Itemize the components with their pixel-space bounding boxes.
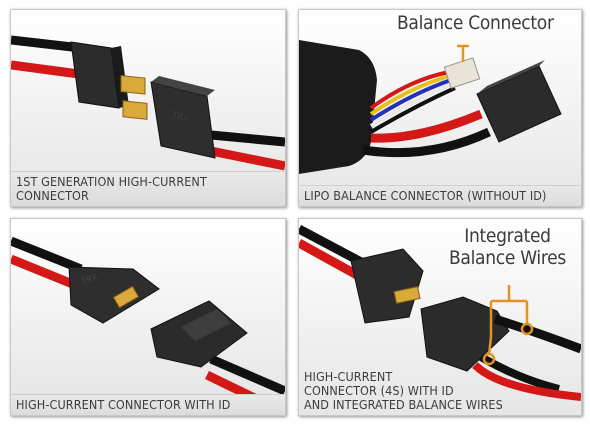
caption-panel-3: HIGH-CURRENT CONNECTOR WITH ID: [11, 394, 285, 415]
connector-illustration-3: TRX: [11, 219, 285, 415]
female-connector-shape: TRX: [150, 76, 216, 159]
panel-1st-generation: TRX 1ST GENERATION HIGH-CURRENT CONNECTO…: [10, 9, 286, 207]
svg-text:TRX: TRX: [169, 110, 190, 125]
panel-high-current-id: TRX HIGH-CURRENT CONNECTOR WITH ID: [10, 218, 286, 416]
male-connector-shape: [70, 41, 148, 120]
panel-4s-integrated-balance: Integrated Balance Wires HIGH-CURRENT CO…: [298, 218, 582, 416]
connector-illustration-2: [299, 10, 581, 206]
caption-panel-1: 1ST GENERATION HIGH-CURRENT CONNECTOR: [11, 171, 285, 206]
caption-panel-4: HIGH-CURRENT CONNECTOR (4S) WITH ID AND …: [304, 369, 503, 412]
callout-integrated-balance-wires: Integrated Balance Wires: [449, 225, 566, 269]
connector-illustration-4: [299, 219, 581, 415]
caption-panel-2: LIPO BALANCE CONNECTOR (WITHOUT ID): [299, 185, 581, 206]
panel-lipo-balance: Balance Connector LIPO BALANCE CONNECTOR…: [298, 9, 582, 207]
callout-balance-connector: Balance Connector: [397, 12, 554, 34]
